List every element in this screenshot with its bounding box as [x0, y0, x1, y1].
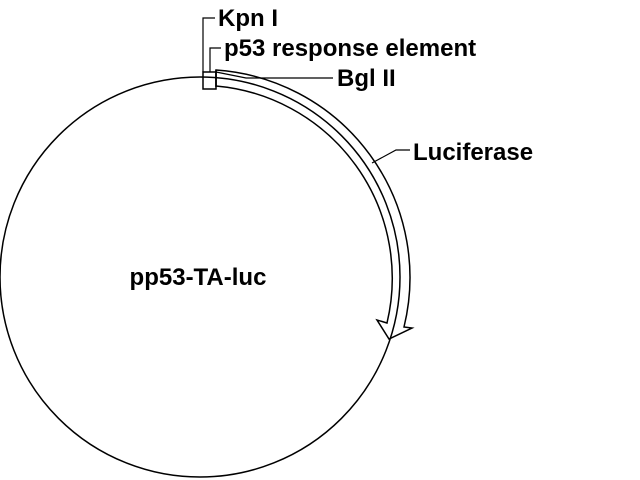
luciferase-leader-line — [371, 149, 410, 164]
kpn-i-label: Kpn I — [218, 5, 278, 32]
luciferase-arrow — [215, 69, 415, 340]
bgl-ii-label: Bgl II — [337, 65, 396, 92]
p53-response-element-leader-line — [209, 47, 221, 72]
luciferase-label: Luciferase — [413, 139, 533, 166]
kpn-i-leader-line — [202, 17, 215, 72]
p53-response-element-label: p53 response element — [224, 35, 476, 62]
bgl-ii-leader-line — [215, 71, 333, 79]
plasmid-backbone — [0, 76, 401, 478]
plasmid-name-label: pp53-TA-luc — [130, 264, 267, 291]
p53-response-element-box — [202, 71, 217, 90]
